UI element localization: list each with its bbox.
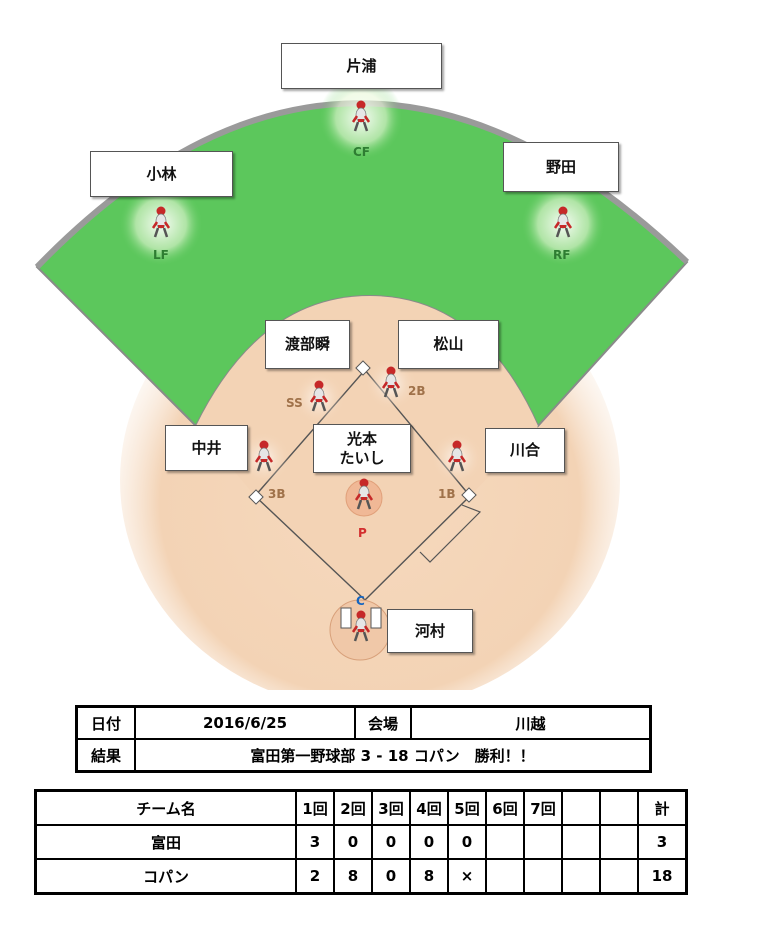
- inning-score: 2: [295, 858, 335, 895]
- total-score: 18: [637, 858, 688, 895]
- name-box-cf: 片浦: [281, 43, 442, 89]
- inning-header: 3回: [371, 789, 411, 826]
- batter-box-right: [370, 607, 382, 629]
- result-label: 結果: [75, 738, 136, 773]
- batter-box-left: [340, 607, 352, 629]
- result-value: 富田第一野球部 3 - 18 コパン 勝利！！: [134, 738, 652, 773]
- inning-score: [561, 824, 601, 860]
- pos-label-3b: 3B: [268, 487, 286, 501]
- inning-score: 0: [447, 824, 487, 860]
- name-box-1b: 川合: [485, 428, 565, 473]
- player-name-cf: 片浦: [346, 56, 377, 75]
- date-label: 日付: [75, 705, 136, 740]
- inning-score: [599, 858, 639, 895]
- inning-header: 2回: [333, 789, 373, 826]
- name-box-ss: 渡部瞬: [265, 320, 350, 369]
- player-name-c: 河村: [414, 621, 445, 640]
- name-box-lf: 小林: [90, 151, 233, 197]
- player-name-p-line2: たいし: [339, 448, 385, 467]
- pos-label-1b: 1B: [438, 487, 456, 501]
- venue-label: 会場: [354, 705, 412, 740]
- pos-label-ss: SS: [286, 396, 303, 410]
- inning-header: [561, 789, 601, 826]
- inning-header: 4回: [409, 789, 449, 826]
- name-box-rf: 野田: [503, 142, 619, 192]
- scoreboard-table: チーム名 1回 2回 3回 4回 5回 6回 7回 計 富田 3 0 0 0 0…: [34, 789, 688, 895]
- first-base: [461, 487, 477, 503]
- inning-score: [561, 858, 601, 895]
- inning-header: 5回: [447, 789, 487, 826]
- venue-value: 川越: [410, 705, 652, 740]
- player-name-1b: 川合: [509, 441, 540, 459]
- game-info-table: 日付 2016/6/25 会場 川越 結果 富田第一野球部 3 - 18 コパン…: [75, 705, 652, 773]
- inning-score: [485, 858, 525, 895]
- inning-header: [599, 789, 639, 826]
- second-base: [355, 360, 371, 376]
- pos-label-cf: CF: [353, 145, 371, 159]
- player-name-ss: 渡部瞬: [284, 335, 330, 353]
- inning-score: 0: [371, 824, 411, 860]
- inning-score: [523, 858, 563, 895]
- scoreboard-header-row: チーム名 1回 2回 3回 4回 5回 6回 7回 計: [34, 789, 688, 826]
- player-name-lf: 小林: [146, 164, 177, 183]
- pos-label-2b: 2B: [408, 384, 426, 398]
- third-base: [248, 489, 264, 505]
- inning-score: 0: [371, 858, 411, 895]
- pos-label-c: C: [356, 594, 365, 608]
- player-name-rf: 野田: [545, 157, 576, 176]
- date-value: 2016/6/25: [134, 705, 356, 740]
- running-lane: [419, 504, 482, 563]
- inning-header: 6回: [485, 789, 525, 826]
- total-score: 3: [637, 824, 688, 860]
- inning-score: [599, 824, 639, 860]
- inning-score: 0: [333, 824, 373, 860]
- scoreboard-row-copain: コパン 2 8 0 8 × 18: [34, 858, 688, 895]
- team-name: 富田: [34, 824, 297, 860]
- info-row-result: 結果 富田第一野球部 3 - 18 コパン 勝利！！: [75, 738, 652, 773]
- team-name-header: チーム名: [34, 789, 297, 826]
- player-name-3b: 中井: [191, 438, 222, 457]
- inning-header: 1回: [295, 789, 335, 826]
- baseball-field: [34, 76, 690, 690]
- name-box-p: 光本 たいし: [313, 424, 411, 473]
- info-row-date: 日付 2016/6/25 会場 川越: [75, 705, 652, 740]
- inning-score: 3: [295, 824, 335, 860]
- team-name: コパン: [34, 858, 297, 895]
- name-box-c: 河村: [387, 609, 473, 653]
- inning-score: [485, 824, 525, 860]
- inning-score: 8: [409, 858, 449, 895]
- name-box-2b: 松山: [398, 320, 499, 369]
- player-name-p-line1: 光本: [346, 429, 377, 448]
- inning-score: 0: [409, 824, 449, 860]
- player-name-2b: 松山: [433, 335, 464, 353]
- name-box-3b: 中井: [165, 425, 248, 471]
- scoreboard-row-tomita: 富田 3 0 0 0 0 3: [34, 824, 688, 860]
- total-header: 計: [637, 789, 688, 826]
- pos-label-p: P: [358, 526, 367, 540]
- pos-label-rf: RF: [553, 248, 571, 262]
- pos-label-lf: LF: [153, 248, 169, 262]
- inning-score: 8: [333, 858, 373, 895]
- inning-score: [523, 824, 563, 860]
- inning-header: 7回: [523, 789, 563, 826]
- inning-score: ×: [447, 858, 487, 895]
